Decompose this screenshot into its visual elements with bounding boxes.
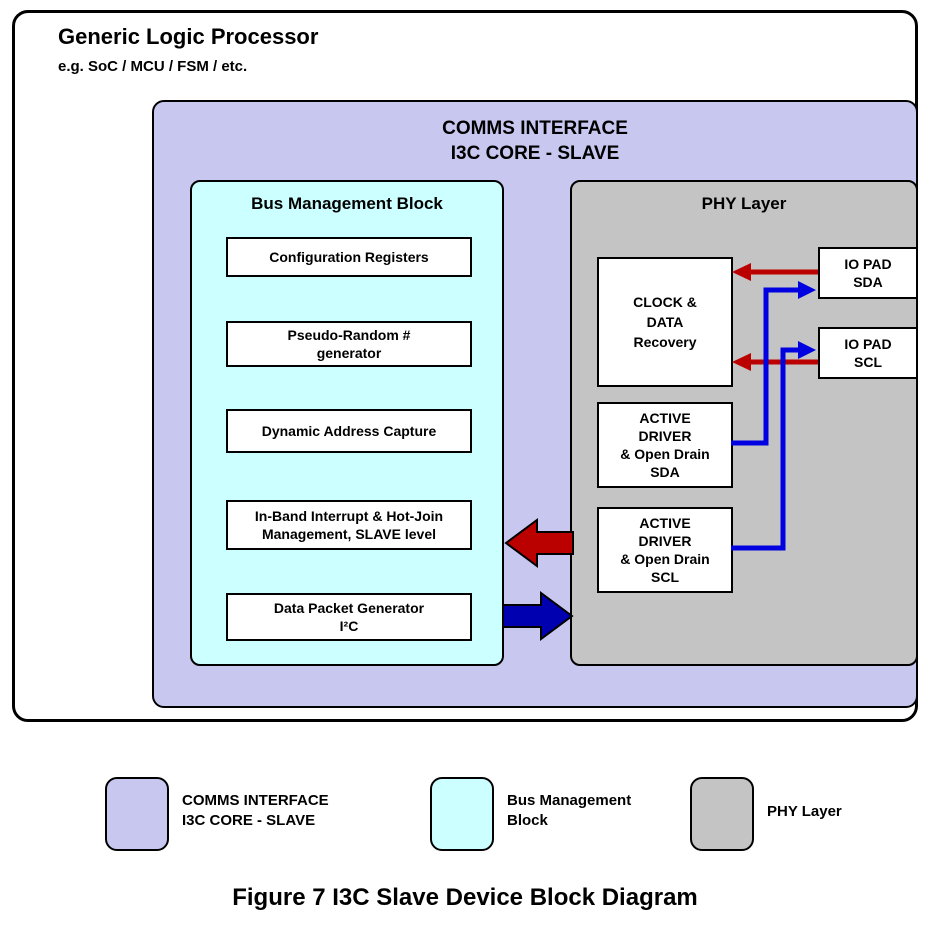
block-clock-data-recovery: CLOCK & DATA Recovery bbox=[597, 257, 733, 387]
block-text-line: DRIVER bbox=[638, 428, 692, 444]
block-active-driver-scl: ACTIVE DRIVER & Open Drain SCL bbox=[597, 507, 733, 593]
block-text-line: & Open Drain bbox=[620, 551, 710, 567]
legend-swatch-phy bbox=[690, 777, 754, 851]
block-text-line: Management, SLAVE level bbox=[261, 526, 436, 542]
block-text-line: ACTIVE bbox=[639, 410, 691, 426]
block-text-line: Dynamic Address Capture bbox=[261, 423, 437, 439]
block-text-line: I²C bbox=[339, 618, 359, 634]
block-text-line: SDA bbox=[853, 274, 883, 290]
legend-swatch-comms bbox=[105, 777, 169, 851]
block-text-line: SCL bbox=[854, 354, 882, 370]
block-text-line: SCL bbox=[651, 569, 679, 585]
block-text-line: generator bbox=[316, 345, 382, 361]
legend-label-phy: PHY Layer bbox=[767, 802, 842, 822]
legend-label-comms: COMMS INTERFACE I3C CORE - SLAVE bbox=[182, 791, 329, 831]
legend-label-bus: Bus Management Block bbox=[507, 791, 631, 831]
block-data-packet-generator-i2c: Data Packet Generator I²C bbox=[226, 593, 472, 641]
block-text-line: ACTIVE bbox=[639, 515, 691, 531]
block-text-line: Recovery bbox=[633, 334, 697, 350]
bus-management-block: Bus Management Block Configuration Regis… bbox=[190, 180, 504, 666]
processor-title: Generic Logic Processor bbox=[58, 24, 319, 49]
io-pad-scl: IO PAD SCL bbox=[818, 327, 918, 379]
block-text-line: IO PAD bbox=[844, 336, 892, 352]
legend-text-line: Bus Management bbox=[507, 792, 632, 809]
block-dynamic-address-capture: Dynamic Address Capture bbox=[226, 409, 472, 453]
legend-text-line: COMMS INTERFACE bbox=[182, 792, 329, 809]
legend-text-line: Block bbox=[507, 812, 548, 829]
processor-subtitle: e.g. SoC / MCU / FSM / etc. bbox=[58, 58, 248, 75]
legend-swatch-bus bbox=[430, 777, 494, 851]
comms-title: COMMS INTERFACE I3C CORE - SLAVE bbox=[154, 116, 916, 166]
block-text-line: SDA bbox=[650, 464, 680, 480]
block-text-line: Configuration Registers bbox=[269, 249, 429, 265]
block-ibi-hotjoin-management: In-Band Interrupt & Hot-Join Management,… bbox=[226, 500, 472, 550]
figure-caption: Figure 7 I3C Slave Device Block Diagram bbox=[232, 884, 698, 911]
block-text-line: CLOCK & bbox=[633, 294, 697, 310]
io-pad-sda: IO PAD SDA bbox=[818, 247, 918, 299]
block-text-line: DATA bbox=[646, 314, 684, 330]
block-text-line: Data Packet Generator bbox=[273, 600, 425, 616]
comms-title-line2: I3C CORE - SLAVE bbox=[450, 143, 620, 164]
comms-title-line1: COMMS INTERFACE bbox=[442, 118, 628, 139]
bus-management-title: Bus Management Block bbox=[251, 194, 443, 213]
block-active-driver-sda: ACTIVE DRIVER & Open Drain SDA bbox=[597, 402, 733, 488]
block-pseudo-random-generator: Pseudo-Random # generator bbox=[226, 321, 472, 367]
block-text-line: DRIVER bbox=[638, 533, 692, 549]
block-text-line: IO PAD bbox=[844, 256, 892, 272]
legend-text-line: I3C CORE - SLAVE bbox=[182, 812, 316, 829]
phy-layer-title: PHY Layer bbox=[701, 194, 787, 213]
block-text-line: Pseudo-Random # bbox=[287, 327, 411, 343]
legend-text-line: PHY Layer bbox=[767, 803, 842, 820]
block-configuration-registers: Configuration Registers bbox=[226, 237, 472, 277]
block-text-line: & Open Drain bbox=[620, 446, 710, 462]
block-text-line: In-Band Interrupt & Hot-Join bbox=[254, 508, 444, 524]
